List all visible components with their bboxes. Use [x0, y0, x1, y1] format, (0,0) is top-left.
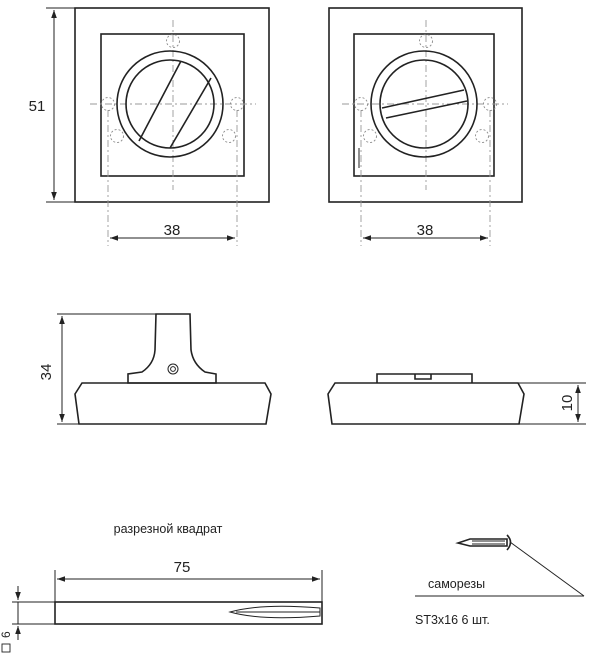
- base-body: [74, 382, 272, 425]
- dimension-base-height-label: 10: [559, 395, 576, 412]
- inner-plate: [353, 33, 495, 177]
- indicator-slot-edge: [381, 89, 465, 109]
- dimension-total-height: 34: [38, 313, 156, 425]
- screw-hole: [110, 129, 124, 143]
- dimension-hole-spacing-left-label: 38: [164, 222, 181, 239]
- top-cap: [376, 373, 473, 383]
- screw-hole: [354, 97, 368, 111]
- side-view-left: [74, 313, 272, 425]
- screw-head: [167, 363, 179, 375]
- dimension-total-height-label: 34: [38, 364, 55, 381]
- screw-hole: [222, 129, 236, 143]
- square-symbol: [1, 643, 11, 653]
- screw-hole: [101, 97, 115, 111]
- dimension-base-height: 10: [518, 382, 586, 425]
- spindle-body: [54, 601, 323, 625]
- rosette-outer-ring: [370, 50, 478, 158]
- outer-plate: [328, 7, 523, 203]
- dimension-hole-spacing-right: 38: [363, 222, 488, 241]
- dimension-hole-spacing-left: 38: [110, 222, 235, 241]
- dimension-hole-spacing-right-label: 38: [417, 222, 434, 239]
- dimension-plate-height: 51: [29, 7, 75, 203]
- screw-slot: [170, 366, 176, 372]
- lever-stem: [127, 313, 217, 384]
- spindle-caption: разрезной квадрат: [114, 522, 223, 536]
- screw-hole: [475, 129, 489, 143]
- side-view-right: [327, 373, 525, 425]
- dimension-spindle-length: 75: [54, 559, 323, 602]
- top-view-right: [328, 7, 523, 246]
- top-view-left: [74, 7, 270, 246]
- spindle: [54, 601, 323, 625]
- base-body: [327, 382, 525, 425]
- dimension-spindle-square: 6: [0, 586, 55, 653]
- dimension-spindle-length-label: 75: [174, 559, 191, 576]
- screw-icon: [415, 534, 585, 597]
- screw-hole: [419, 34, 433, 48]
- rosette-outer-ring: [116, 50, 224, 158]
- screws-spec: ST3x16 6 шт.: [415, 613, 490, 627]
- screws-caption: саморезы: [428, 577, 485, 591]
- rosette-knob: [379, 59, 469, 149]
- dimension-spindle-square-label: 6: [0, 631, 13, 638]
- outer-plate: [74, 7, 270, 203]
- thumb-turn-edge: [138, 60, 182, 142]
- screw-hole: [363, 129, 377, 143]
- screw-hole: [230, 97, 244, 111]
- dimension-plate-height-label: 51: [29, 98, 46, 115]
- indicator-slot-edge: [385, 100, 468, 119]
- screw-hole: [166, 34, 180, 48]
- thumb-turn-edge: [169, 77, 212, 149]
- inner-plate: [100, 33, 245, 177]
- screw-hole: [483, 97, 497, 111]
